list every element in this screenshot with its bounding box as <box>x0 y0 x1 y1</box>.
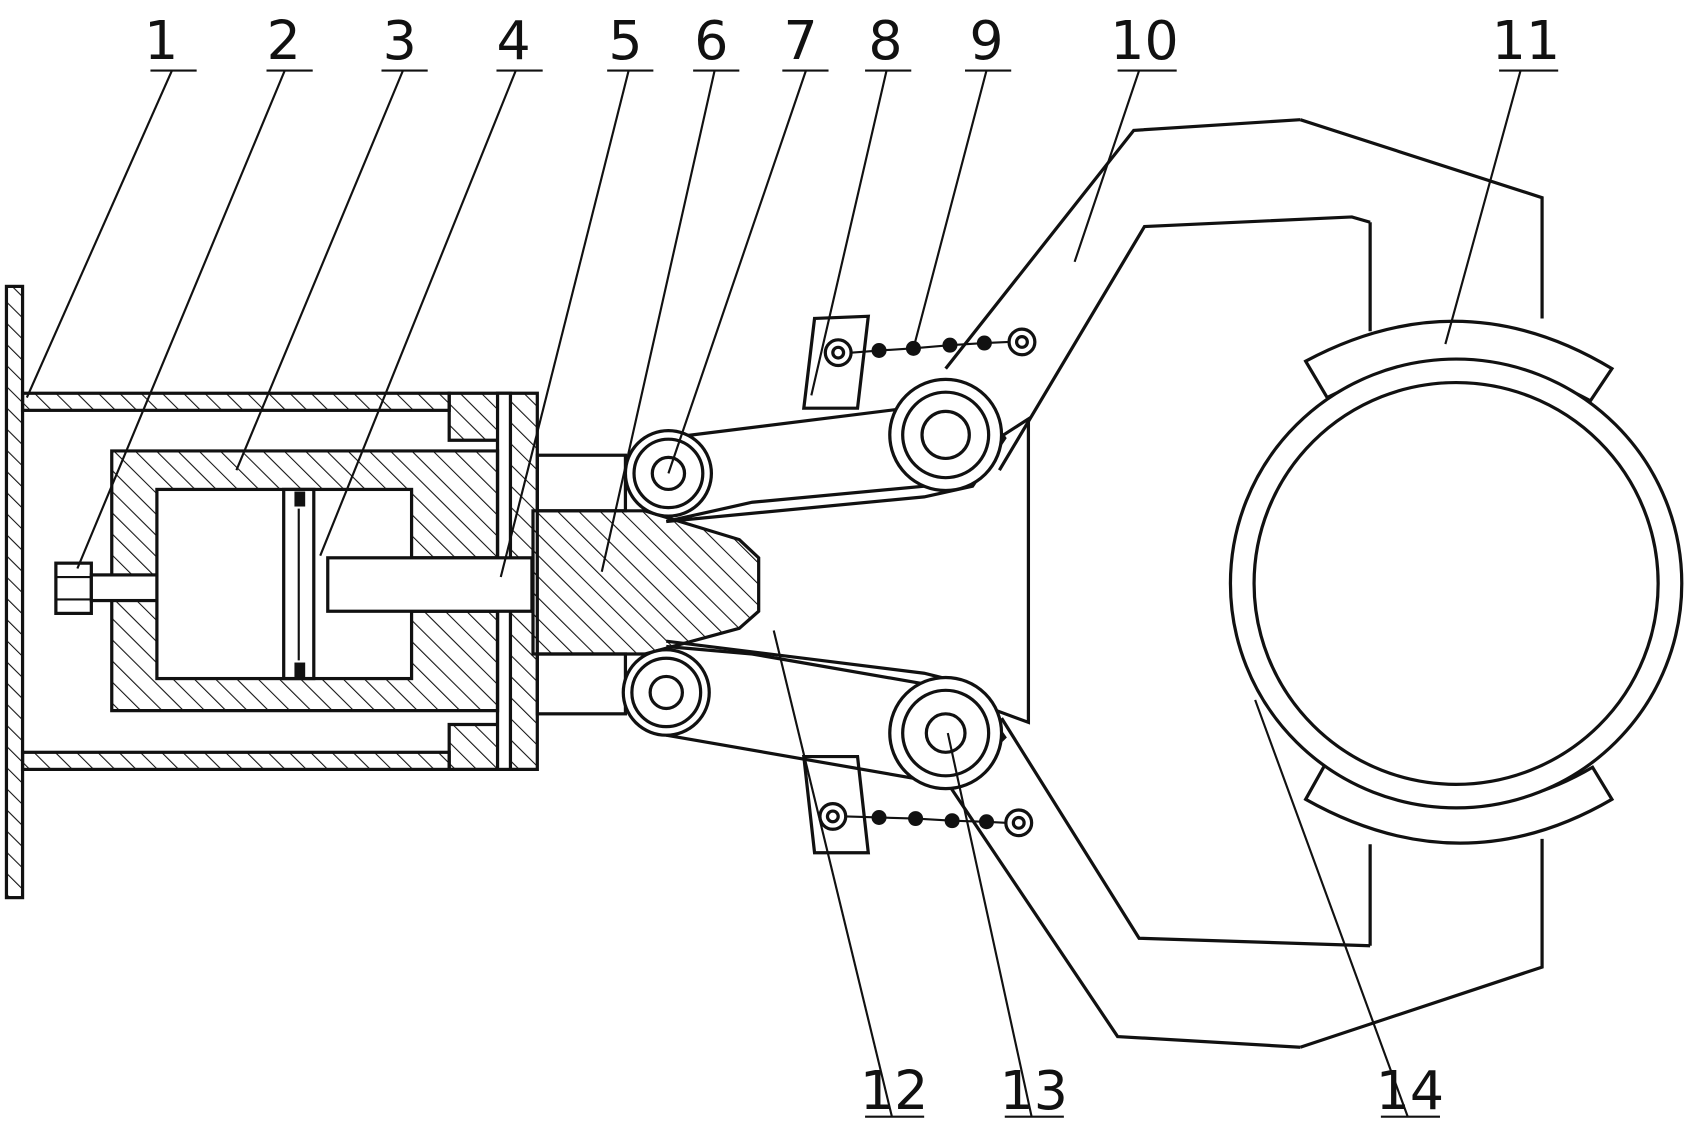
upper-clamp-arm <box>944 118 1544 472</box>
callout-labels: 1 2 3 4 5 6 7 8 9 10 11 12 13 14 <box>144 9 1560 1122</box>
callout-10: 10 <box>1110 9 1178 72</box>
callout-1: 1 <box>144 9 178 72</box>
pipe <box>1228 357 1684 810</box>
piston <box>282 487 316 681</box>
callout-11: 11 <box>1492 9 1560 72</box>
spring-brackets <box>801 314 871 855</box>
callout-2: 2 <box>267 9 301 72</box>
outer-housing <box>20 391 539 772</box>
callout-5: 5 <box>608 9 642 72</box>
callout-8: 8 <box>868 9 902 72</box>
callout-3: 3 <box>383 9 417 72</box>
upper-spring <box>823 327 1037 368</box>
callout-13: 13 <box>1000 1059 1068 1122</box>
callout-12: 12 <box>860 1059 928 1122</box>
piston-rod <box>326 556 534 613</box>
callout-9: 9 <box>969 9 1003 72</box>
callout-6: 6 <box>694 9 728 72</box>
callout-4: 4 <box>497 9 531 72</box>
upper-link <box>623 377 1007 524</box>
callout-14: 14 <box>1376 1059 1444 1122</box>
wedge-block <box>531 509 761 656</box>
lower-clamp-arm <box>944 717 1544 1049</box>
mounting-plate <box>4 284 25 900</box>
adjust-bolt <box>54 561 159 615</box>
lower-spring <box>818 801 1034 838</box>
lower-link <box>621 639 1007 791</box>
callout-7: 7 <box>783 9 817 72</box>
leader-lines <box>25 69 1559 1118</box>
